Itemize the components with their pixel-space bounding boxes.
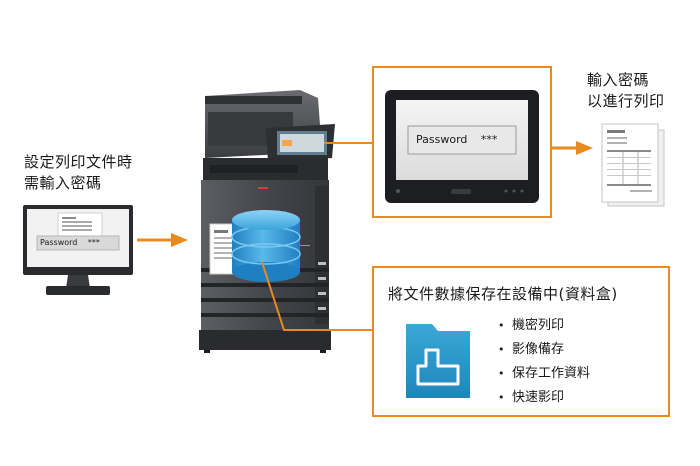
list-item: 快速影印	[498, 386, 590, 410]
right-caption: 輸入密碼 以進行列印	[587, 70, 665, 112]
connector-line	[261, 261, 374, 331]
right-caption-line1: 輸入密碼	[587, 71, 650, 89]
right-caption-line2: 以進行列印	[587, 92, 665, 110]
arrow-icon	[551, 141, 593, 155]
tablet-icon	[385, 90, 539, 203]
monitor-icon	[23, 205, 133, 295]
left-caption-line2: 需輸入密碼	[24, 174, 102, 192]
document-box-title: 將文件數據保存在設備中(資料盒)	[388, 285, 618, 303]
feature-list: 機密列印 影像備存 保存工作資料 快速影印	[498, 314, 590, 410]
arrow-icon	[137, 233, 188, 247]
panel-password-field: Password ***	[416, 132, 516, 148]
monitor-password-label: Password	[40, 238, 78, 247]
monitor-password-field: Password ***	[40, 237, 116, 249]
panel-password-mask: ***	[480, 133, 498, 146]
left-caption: 設定列印文件時 需輸入密碼	[24, 152, 133, 194]
printed-document-icon	[601, 123, 665, 207]
folder-icon	[406, 324, 470, 398]
list-item: 機密列印	[498, 314, 590, 338]
left-caption-line1: 設定列印文件時	[24, 153, 133, 171]
list-item: 保存工作資料	[498, 362, 590, 386]
panel-password-label: Password	[416, 133, 468, 146]
monitor-password-mask: ***	[87, 238, 100, 247]
list-item: 影像備存	[498, 338, 590, 362]
